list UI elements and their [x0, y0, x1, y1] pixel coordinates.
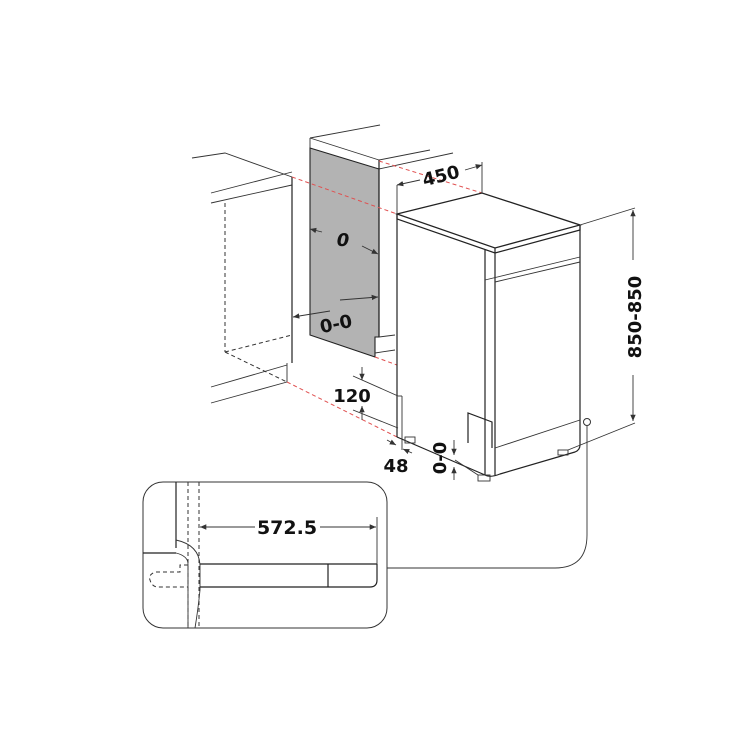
callout-connector: [387, 418, 591, 569]
width-label: 450: [420, 162, 462, 191]
left-cabinet: [191, 152, 293, 404]
foot: [557, 449, 569, 456]
dishwasher: [394, 192, 583, 482]
inset-detail: 572.5: [142, 481, 388, 629]
plinth-depth-label: 48: [383, 456, 408, 477]
dimension-height: 850-850: [567, 207, 646, 451]
dimension-plinth: 120 48: [333, 367, 413, 477]
alignment-guides: [286, 160, 483, 438]
side-panel: [309, 124, 454, 358]
feet-adjust-label: 0-0: [430, 442, 451, 475]
height-label: 850-850: [625, 276, 646, 359]
foot: [404, 436, 416, 444]
plinth-height-label: 120: [333, 386, 371, 407]
inset-depth-label: 572.5: [257, 517, 317, 539]
side-gap-label: 0: [337, 230, 350, 251]
foot: [477, 474, 491, 482]
dimension-feet: 0-0: [430, 440, 479, 480]
